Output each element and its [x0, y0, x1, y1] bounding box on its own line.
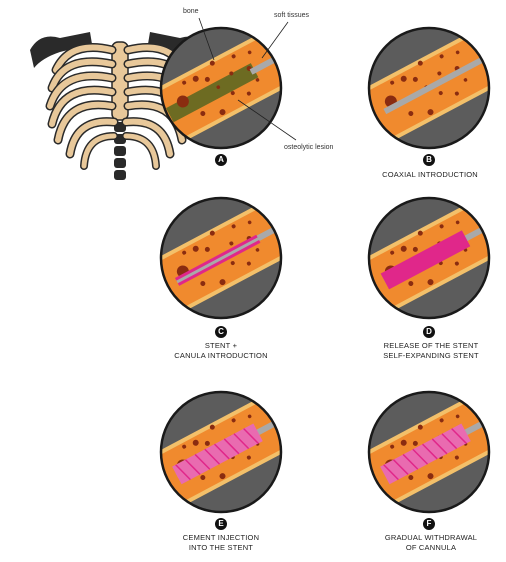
panel-b-caption-line1: COAXIAL INTRODUCTION — [360, 170, 500, 180]
panel-c-caption-line2: CANULA INTRODUCTION — [150, 351, 292, 361]
panel-a-badge: A — [215, 154, 227, 166]
label-osteolytic-lesion: osteolytic lesion — [284, 144, 333, 151]
panel-f-caption-line2: OF CANNULA — [358, 543, 504, 553]
panel-c-circle — [127, 187, 319, 327]
panel-e-caption-line1: CEMENT INJECTION — [150, 533, 292, 543]
leader-soft-tissues — [262, 22, 288, 58]
panel-d-caption: RELEASE OF THE STENT SELF-EXPANDING STEN… — [358, 341, 504, 361]
panel-d-caption-line1: RELEASE OF THE STENT — [358, 341, 504, 351]
panel-d-caption-line2: SELF-EXPANDING STENT — [358, 351, 504, 361]
panel-e-badge: E — [215, 518, 227, 530]
panel-c-badge: C — [215, 326, 227, 338]
panel-d-circle — [335, 187, 506, 327]
panel-f-circle — [335, 381, 506, 521]
panel-f-badge: F — [423, 518, 435, 530]
panel-e-caption: CEMENT INJECTION INTO THE STENT — [150, 533, 292, 553]
panel-e-circle — [127, 381, 319, 521]
panel-f-caption: GRADUAL WITHDRAWAL OF CANNULA — [358, 533, 504, 553]
label-bone: bone — [183, 8, 199, 15]
panel-c-caption-line1: STENT + — [150, 341, 292, 351]
panel-e-caption-line2: INTO THE STENT — [150, 543, 292, 553]
panel-d-badge: D — [423, 326, 435, 338]
panel-c-caption: STENT + CANULA INTRODUCTION — [150, 341, 292, 361]
panel-b-circle — [335, 17, 506, 157]
label-soft-tissues: soft tissues — [274, 12, 309, 19]
panel-f-caption-line1: GRADUAL WITHDRAWAL — [358, 533, 504, 543]
panel-b-caption: COAXIAL INTRODUCTION — [360, 170, 500, 180]
panel-b-badge: B — [423, 154, 435, 166]
